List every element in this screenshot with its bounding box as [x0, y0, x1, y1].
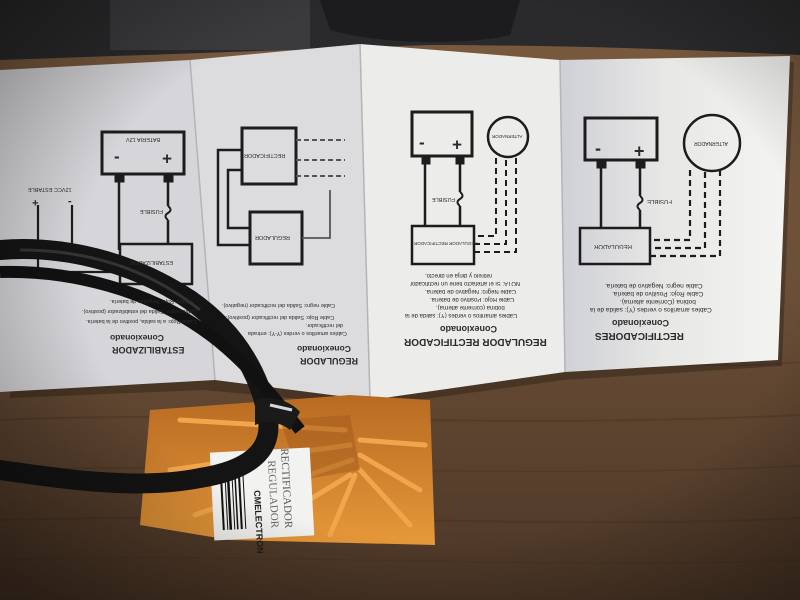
battery-label-estabilizador: BATERIA 12V — [126, 136, 161, 142]
panel-body-estabilizador-1: Cable negro: Salida del estabilizador (p… — [82, 308, 197, 314]
panel-body-regulador-rectificador-2: Cable Rojo: Positivo de batería. — [430, 296, 515, 302]
battery-neg-rectificadores: - — [595, 141, 601, 161]
panel-body-estabilizador-2: Cable Rojo: Negativo de batería. — [110, 298, 190, 304]
panel-body-regulador-1: del rectificador. — [306, 322, 343, 328]
regulator-label-estabilizador: ESTABILIZADOR — [130, 259, 173, 265]
output-neg-estabilizador: - — [68, 196, 72, 208]
panel-subtitle-regulador: Conexionado — [297, 344, 351, 354]
panel-subtitle-estabilizador: Conexionado — [110, 333, 164, 343]
panel-title-rectificadores: RECTIFICADORES — [595, 330, 684, 341]
fuse-label-rectificadores: FUSIBLE — [647, 198, 673, 204]
panel-body-regulador-2: Cable Rojo: Salida del rectificador (pos… — [226, 314, 335, 320]
battery-pos-estabilizador: + — [162, 149, 172, 168]
panel-subtitle-rectificadores: Conexionado — [612, 318, 670, 328]
panel-body-rectificadores-2: Cable Rojo: Positivo de batería. — [612, 290, 704, 297]
panel-body-regulador-rectificador-1: bobina (corriente alterna). — [436, 304, 505, 310]
panel-body-regulador-rectificador-0: Cables amarillos o verdes (Y): salida de… — [405, 312, 518, 318]
panel-body-regulador-rectificador-3: Cable Negro: Negativo de batería. — [425, 288, 517, 294]
fuse-label-estabilizador: FUSIBLE — [140, 208, 163, 214]
battery-pos-rectificadores: + — [634, 141, 645, 161]
alternator-label-regulador-rectificador: ALTERNADOR — [492, 134, 523, 139]
panel-body-rectificadores-0: Cables amarillos o verdes (Y): salida de… — [590, 306, 712, 313]
regulator-label-regulador: REGULADOR — [255, 234, 290, 240]
panel-body-regulador-0: Cables amarillos o verdes (Y-Y): entrada — [248, 330, 347, 336]
regulator-label-rectificadores: REGULADOR — [594, 243, 633, 249]
panel-title-regulador: REGULADOR — [300, 356, 358, 366]
fuse-label-regulador-rectificador: FUSIBLE — [432, 196, 455, 202]
output-pos-estabilizador: + — [32, 196, 39, 208]
panel-body-rectificadores-3: Cable negro: Negativo de batería. — [605, 282, 703, 289]
battery-pos-regulador-rectificador: + — [452, 135, 462, 154]
output-label-estabilizador: 12VCC ESTABLE — [28, 186, 72, 192]
panel-body-regulador-rectificador-5: retirelo y dirija en directo. — [425, 272, 493, 278]
panel-body-estabilizador-0: Cable Rojo: a la salida, positivo de la … — [86, 318, 197, 324]
panel-body-regulador-3: Cable negro: Salida del rectificador (ne… — [222, 302, 336, 308]
battery-neg-estabilizador: - — [114, 149, 120, 168]
panel-body-rectificadores-1: bobina (Corriente alterna). — [620, 298, 696, 305]
panel-title-estabilizador: ESTABILIZADOR — [112, 345, 185, 355]
panel-title-regulador-rectificador: REGULADOR RECTIFICADOR — [404, 336, 547, 347]
regulator-label-regulador-rectificador: REGULADOR RECTIFICADOR — [414, 241, 478, 246]
alternator-label-rectificadores: ALTERNADOR — [694, 140, 728, 146]
panel-body-regulador-rectificador-4: NOTA: Si el artefacto tiene un rectifica… — [410, 280, 521, 286]
rectifier-label-regulador: RECTIFICADOR — [244, 152, 286, 158]
battery-neg-regulador-rectificador: - — [419, 135, 425, 154]
panel-subtitle-regulador-rectificador: Conexionado — [440, 324, 498, 334]
